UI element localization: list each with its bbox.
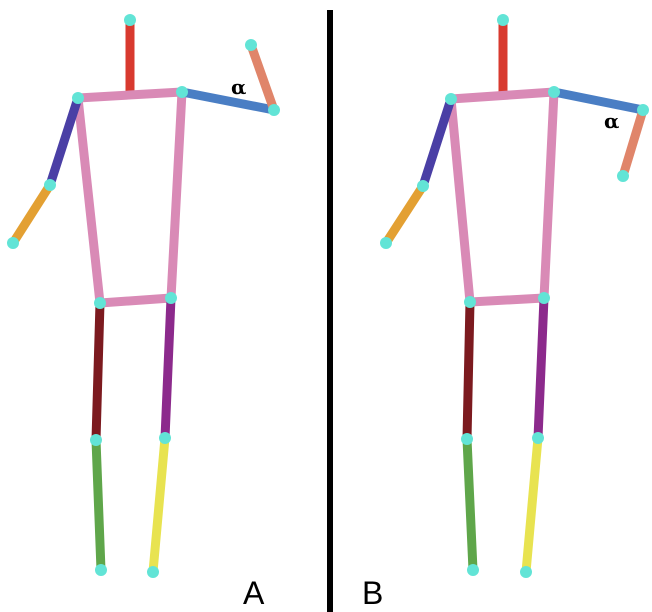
joint	[548, 86, 560, 98]
left-thigh	[467, 302, 470, 439]
right-torso-side	[171, 92, 182, 298]
shoulder-line	[451, 92, 554, 99]
joint	[7, 237, 19, 249]
joint	[95, 564, 107, 576]
hip-line	[470, 298, 544, 302]
angle-symbol-a: α	[231, 75, 246, 99]
panel-label-a: A	[243, 575, 265, 611]
joint	[165, 292, 177, 304]
left-shin	[467, 439, 473, 570]
left-forearm	[13, 185, 50, 243]
joint	[417, 180, 429, 192]
joint	[380, 237, 392, 249]
joint	[538, 292, 550, 304]
joint	[464, 296, 476, 308]
left-upper-arm	[50, 98, 78, 185]
angle-symbol-b: α	[604, 109, 619, 133]
joint	[445, 93, 457, 105]
left-shin	[96, 440, 101, 570]
panel-a-skeleton: α	[7, 14, 280, 578]
joint	[245, 39, 257, 51]
joint	[94, 297, 106, 309]
hip-line	[100, 298, 171, 303]
joint	[159, 432, 171, 444]
joint	[124, 14, 136, 26]
joint	[497, 14, 509, 26]
left-forearm	[386, 186, 423, 243]
joint	[268, 104, 280, 116]
left-thigh	[96, 303, 100, 440]
left-torso-side	[78, 98, 100, 303]
joint	[617, 170, 629, 182]
joint	[44, 179, 56, 191]
shoulder-line	[78, 92, 182, 98]
joint	[467, 564, 479, 576]
joint	[520, 566, 532, 578]
joint	[72, 92, 84, 104]
right-shin	[526, 438, 538, 572]
panel-label-b: B	[362, 575, 383, 611]
joint	[461, 433, 473, 445]
joint	[90, 434, 102, 446]
panel-b-skeleton: α	[380, 14, 649, 578]
joint	[532, 432, 544, 444]
joint	[176, 86, 188, 98]
joint	[147, 566, 159, 578]
right-thigh	[538, 298, 544, 438]
right-upper-arm	[182, 92, 274, 110]
right-shin	[153, 438, 165, 572]
left-upper-arm	[423, 99, 451, 186]
left-torso-side	[451, 99, 470, 302]
right-torso-side	[544, 92, 554, 298]
joint	[637, 104, 649, 116]
right-forearm	[251, 45, 274, 110]
right-thigh	[165, 298, 171, 438]
right-forearm	[623, 110, 643, 176]
right-upper-arm	[554, 92, 643, 110]
